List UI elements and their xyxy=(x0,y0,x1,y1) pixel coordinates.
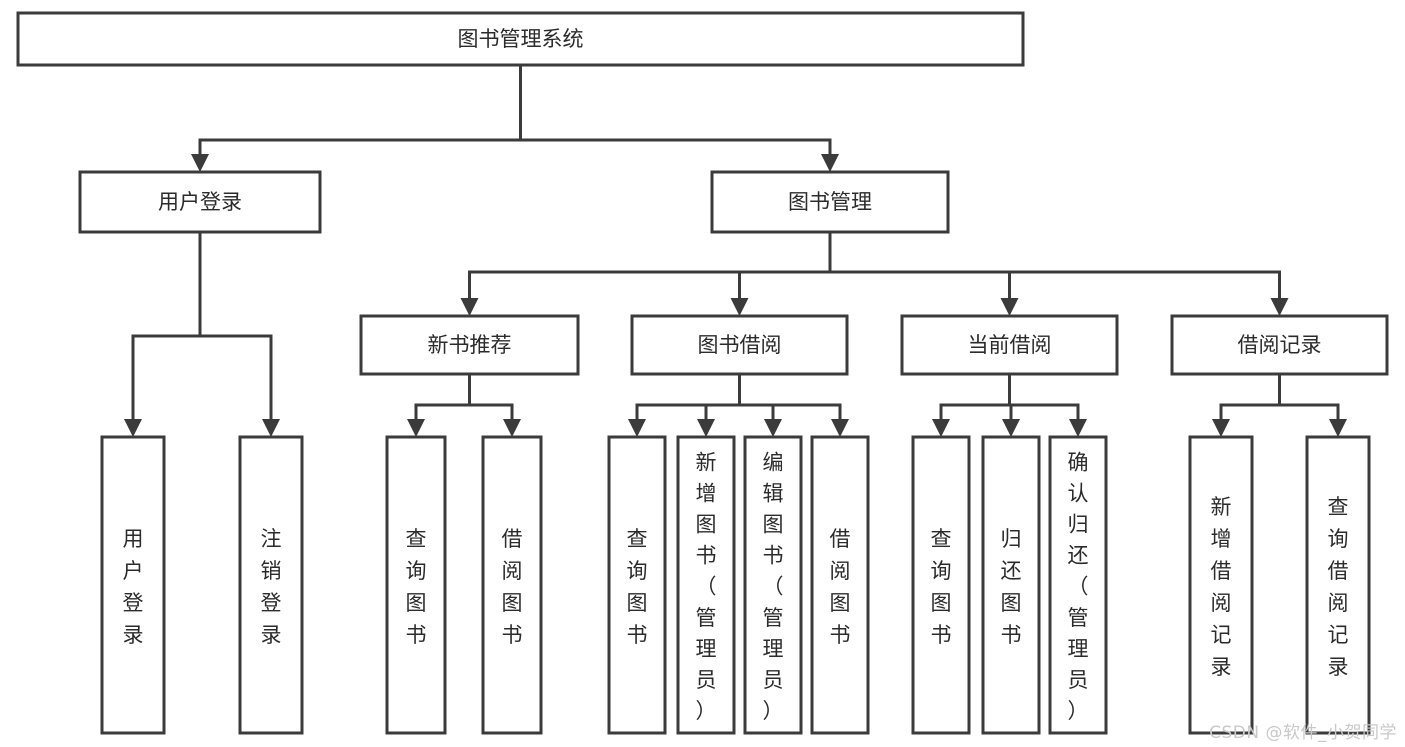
arrow-head-icon xyxy=(831,419,849,437)
node-box-current-borrow[interactable] xyxy=(900,314,1119,376)
node-box-new-book-recommend[interactable] xyxy=(359,314,580,376)
node-label-current-borrow: 当前借阅 xyxy=(968,333,1052,357)
arrow-head-icon xyxy=(628,419,646,437)
node-label-leaf-query-book-new: 查询图书 xyxy=(406,527,427,647)
node-borrow-record[interactable]: 借阅记录 xyxy=(1170,314,1389,376)
arrow-head-icon xyxy=(764,419,782,437)
arrow-head-icon xyxy=(1270,298,1289,316)
node-current-borrow[interactable]: 当前借阅 xyxy=(900,314,1119,376)
node-leaf-add-record[interactable]: 新增借阅记录 xyxy=(1188,435,1254,735)
node-box-leaf-edit-book[interactable] xyxy=(743,435,803,735)
node-leaf-query-book-bor[interactable]: 查询图书 xyxy=(607,435,667,735)
node-root[interactable]: 图书管理系统 xyxy=(16,11,1025,67)
node-label-leaf-add-record: 新增借阅记录 xyxy=(1211,495,1232,679)
node-boxes: 图书管理系统用户登录图书管理新书推荐图书借阅当前借阅借阅记录用户登录注销登录查询… xyxy=(16,11,1389,735)
arrow-head-icon xyxy=(1069,419,1087,437)
node-leaf-query-book-new[interactable]: 查询图书 xyxy=(385,435,447,735)
arrow-head-icon xyxy=(460,298,479,316)
node-label-leaf-user-login: 用户登录 xyxy=(123,527,144,647)
node-leaf-return-book[interactable]: 归还图书 xyxy=(981,435,1041,735)
node-box-user-login[interactable] xyxy=(78,170,322,234)
node-leaf-logout[interactable]: 注销登录 xyxy=(238,435,304,735)
arrow-head-icon xyxy=(932,419,950,437)
node-box-root[interactable] xyxy=(16,11,1025,67)
node-label-root: 图书管理系统 xyxy=(458,27,584,51)
node-label-leaf-query-book-bor: 查询图书 xyxy=(627,527,648,647)
node-label-leaf-borrow-book-bor: 借阅图书 xyxy=(830,527,851,647)
arrow-head-icon xyxy=(1329,419,1347,437)
node-box-leaf-confirm-return[interactable] xyxy=(1048,435,1108,735)
node-label-leaf-return-book: 归还图书 xyxy=(1001,527,1022,647)
node-leaf-confirm-return[interactable]: 确认归还（管理员） xyxy=(1048,435,1108,735)
node-book-manage[interactable]: 图书管理 xyxy=(710,170,950,234)
arrow-head-icon xyxy=(124,419,142,437)
node-user-login[interactable]: 用户登录 xyxy=(78,170,322,234)
node-box-leaf-return-book[interactable] xyxy=(981,435,1041,735)
node-leaf-query-record[interactable]: 查询借阅记录 xyxy=(1305,435,1371,735)
node-box-book-manage[interactable] xyxy=(710,170,950,234)
node-label-borrow-record: 借阅记录 xyxy=(1238,333,1322,357)
node-box-leaf-query-book-cur[interactable] xyxy=(911,435,971,735)
node-box-leaf-user-login[interactable] xyxy=(100,435,166,735)
node-label-book-manage: 图书管理 xyxy=(788,190,872,214)
node-label-leaf-edit-book: 编辑图书（管理员） xyxy=(763,450,784,723)
node-box-book-borrow[interactable] xyxy=(630,314,849,376)
node-label-user-login: 用户登录 xyxy=(158,190,242,214)
node-leaf-user-login[interactable]: 用户登录 xyxy=(100,435,166,735)
arrow-head-icon xyxy=(1000,298,1019,316)
node-label-leaf-confirm-return: 确认归还（管理员） xyxy=(1068,450,1089,723)
node-box-leaf-query-book-new[interactable] xyxy=(385,435,447,735)
node-box-leaf-query-record[interactable] xyxy=(1305,435,1371,735)
node-label-leaf-logout: 注销登录 xyxy=(261,527,282,647)
node-box-leaf-query-book-bor[interactable] xyxy=(607,435,667,735)
node-leaf-add-book[interactable]: 新增图书（管理员） xyxy=(676,435,736,735)
node-label-leaf-query-book-cur: 查询图书 xyxy=(931,527,952,647)
node-label-leaf-query-record: 查询借阅记录 xyxy=(1328,495,1349,679)
node-leaf-edit-book[interactable]: 编辑图书（管理员） xyxy=(743,435,803,735)
node-label-leaf-borrow-book-new: 借阅图书 xyxy=(502,527,523,647)
arrow-head-icon xyxy=(503,419,521,437)
arrow-head-icon xyxy=(1002,419,1020,437)
node-label-new-book-recommend: 新书推荐 xyxy=(428,333,512,357)
csdn-watermark: CSDN @软件_小贺同学 xyxy=(1209,723,1397,743)
arrow-head-icon xyxy=(730,298,749,316)
node-box-leaf-add-record[interactable] xyxy=(1188,435,1254,735)
node-new-book-recommend[interactable]: 新书推荐 xyxy=(359,314,580,376)
node-book-borrow[interactable]: 图书借阅 xyxy=(630,314,849,376)
node-leaf-borrow-book-bor[interactable]: 借阅图书 xyxy=(810,435,870,735)
arrow-head-icon xyxy=(262,419,280,437)
arrow-head-icon xyxy=(1212,419,1230,437)
node-box-leaf-add-book[interactable] xyxy=(676,435,736,735)
node-box-borrow-record[interactable] xyxy=(1170,314,1389,376)
connector-lines xyxy=(124,63,1347,437)
node-leaf-query-book-cur[interactable]: 查询图书 xyxy=(911,435,971,735)
arrow-head-icon xyxy=(821,154,839,172)
arrow-head-icon xyxy=(407,419,425,437)
node-box-leaf-borrow-book-bor[interactable] xyxy=(810,435,870,735)
node-label-leaf-add-book: 新增图书（管理员） xyxy=(696,450,717,723)
node-box-leaf-logout[interactable] xyxy=(238,435,304,735)
node-label-book-borrow: 图书借阅 xyxy=(698,333,782,357)
arrow-head-icon xyxy=(191,154,209,172)
node-box-leaf-borrow-book-new[interactable] xyxy=(481,435,543,735)
node-leaf-borrow-book-new[interactable]: 借阅图书 xyxy=(481,435,543,735)
arrow-head-icon xyxy=(697,419,715,437)
